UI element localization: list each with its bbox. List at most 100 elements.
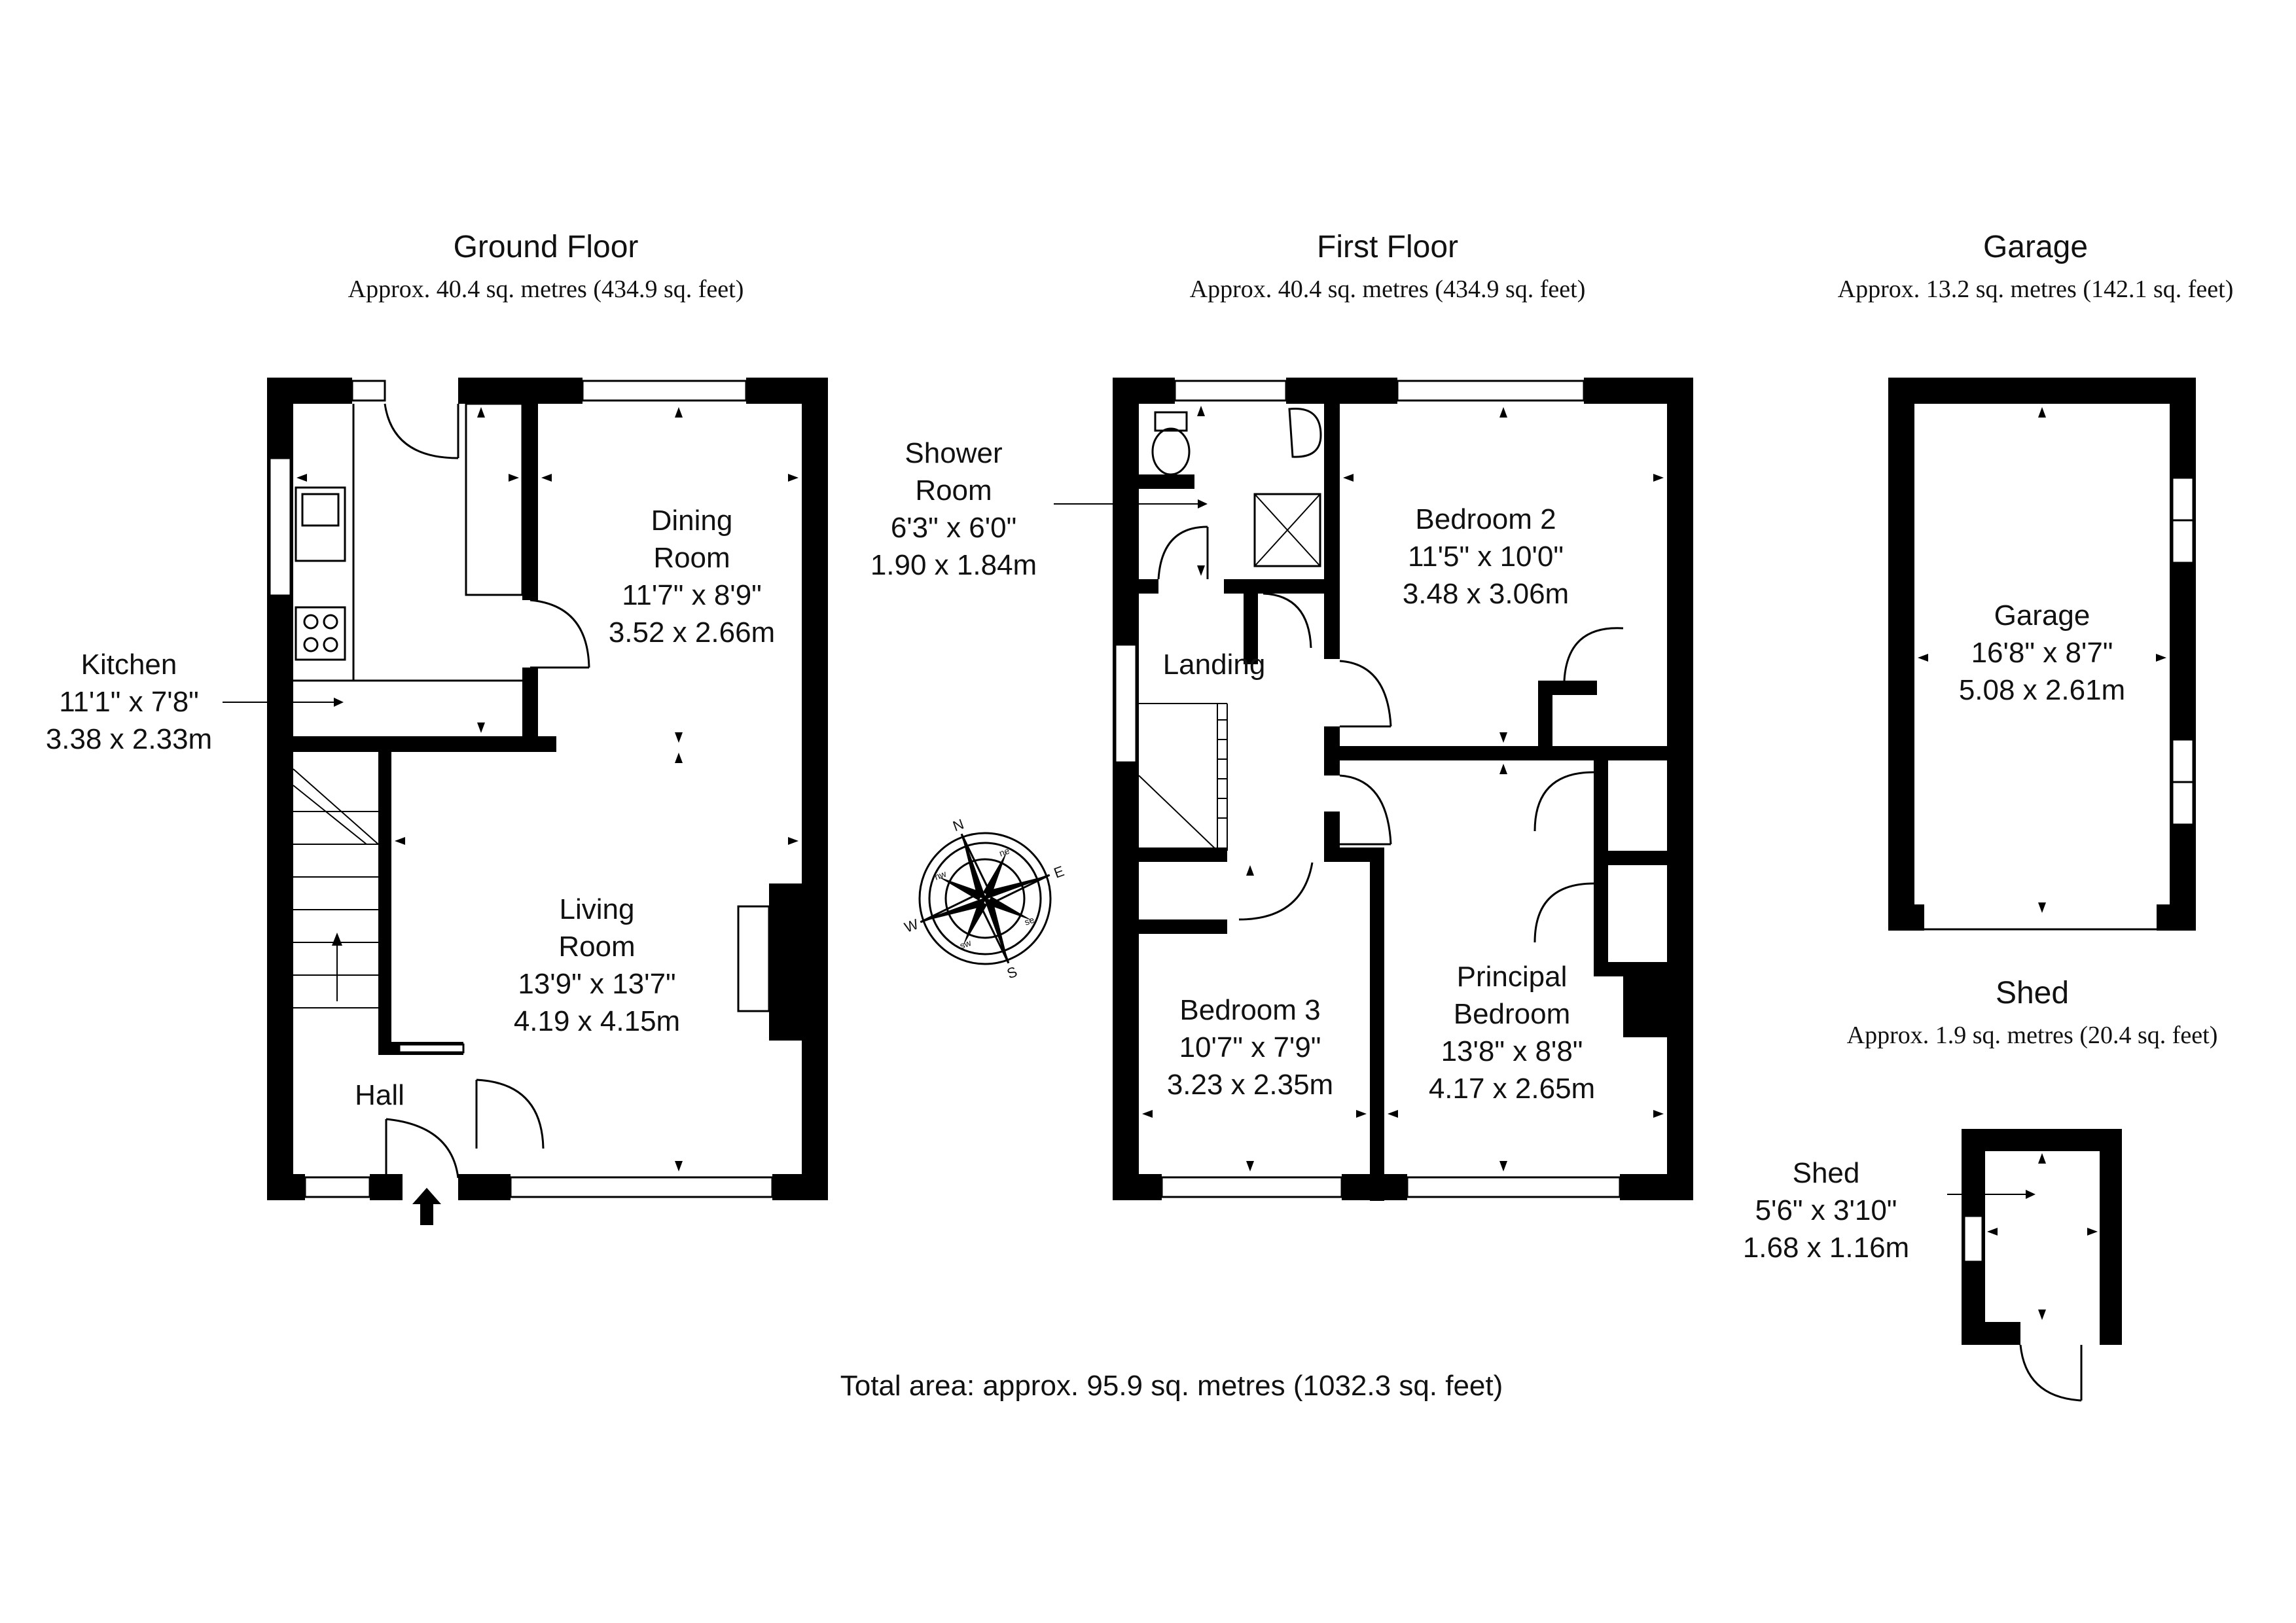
shower-imperial: 6'3" x 6'0" [891, 512, 1016, 544]
entrance-arrow-icon [412, 1188, 441, 1225]
bedroom2-west-wall [1324, 378, 1340, 659]
ground-south-wall-right [772, 1174, 828, 1200]
first-floor-heading: First Floor Approx. 40.4 sq. metres (434… [1190, 230, 1586, 303]
bedroom3-imperial: 10'7" x 7'9" [1179, 1031, 1321, 1063]
shower-tray [1253, 493, 1321, 567]
bedroom2-wardrobe-door [1563, 627, 1624, 681]
dining-door-swing [529, 599, 590, 668]
sink [295, 486, 346, 562]
shower-door-swing [1157, 526, 1208, 580]
garage-title: Garage [1983, 230, 2088, 264]
hearth [737, 905, 770, 1012]
garage-room-label: Garage 16'8" x 8'7" 5.08 x 2.61m [1959, 599, 2125, 706]
chimney-breast [769, 883, 802, 1041]
shed-room-label: Shed 5'6" x 3'10" 1.68 x 1.16m [1743, 1157, 1909, 1264]
shed-title: Shed [1996, 976, 2069, 1010]
shed-plan [1947, 1129, 2122, 1402]
hall-north-window [398, 1043, 465, 1054]
landing-window [1114, 643, 1138, 764]
shed-imperial: 5'6" x 3'10" [1755, 1194, 1897, 1226]
garage-west-wall [1888, 378, 1914, 931]
kitchen-south-wall [281, 736, 556, 752]
garage-east-wall [2170, 378, 2196, 931]
dining-imperial: 11'7" x 8'9" [622, 579, 762, 611]
dining-north-window [581, 380, 747, 402]
first-dimension-markers [1142, 406, 1664, 1171]
compass-w: W [902, 916, 920, 936]
ground-east-wall [802, 378, 828, 1200]
ground-floor-title: Ground Floor [454, 230, 639, 264]
garage-south-pier-right [2157, 904, 2196, 931]
bedroom3-cupboard-wall [1139, 919, 1227, 934]
garage-metric: 5.08 x 2.61m [1959, 674, 2125, 706]
living-name-1: Living [560, 893, 635, 925]
bedroom2-metric: 3.48 x 3.06m [1403, 578, 1569, 610]
bedroom2-imperial: 11'5" x 10'0" [1408, 541, 1564, 573]
kitchen-north-window [351, 380, 386, 402]
first-floor-plan [1054, 378, 1693, 1201]
garage-area: Approx. 13.2 sq. metres (142.1 sq. feet) [1838, 276, 2234, 303]
shower-tray-diag [1254, 493, 1321, 567]
shed-metric: 1.68 x 1.16m [1743, 1232, 1909, 1264]
kitchen-label: Kitchen 11'1" x 7'8" 3.38 x 2.33m [46, 649, 212, 755]
ground-north-wall-left [267, 378, 352, 404]
compass-s: S [1005, 963, 1019, 982]
dining-name-1: Dining [651, 505, 733, 537]
hall-label: Hall [355, 1079, 404, 1111]
principal-imperial: 13'8" x 8'8" [1441, 1035, 1583, 1067]
principal-metric: 4.17 x 2.65m [1429, 1073, 1595, 1105]
bedroom3-door-swing [1238, 862, 1314, 921]
shower-room-label: Shower Room 6'3" x 6'0" 1.90 x 1.84m [870, 437, 1037, 581]
principal-wardrobe-divider [1594, 851, 1667, 865]
principal-bedroom-label: Principal Bedroom 13'8" x 8'8" 4.17 x 2.… [1429, 961, 1595, 1105]
dining-west-wall-lower [522, 668, 538, 749]
first-stairs [1138, 703, 1228, 851]
bedroom3-north-wall-a [1139, 847, 1227, 862]
garage-north-wall [1888, 378, 2196, 404]
kitchen-metric: 3.38 x 2.33m [46, 723, 212, 755]
bedroom2-window [1396, 380, 1585, 402]
bedroom3-label: Bedroom 3 10'7" x 7'9" 3.23 x 2.35m [1167, 994, 1333, 1101]
garage-name: Garage [1994, 599, 2090, 632]
compass-n: N [950, 815, 965, 834]
first-north-wall-c [1584, 378, 1693, 404]
shower-room-south-wall-a [1139, 474, 1194, 489]
bedroom3-north-wall-b [1324, 847, 1383, 862]
sink-bowl [301, 493, 340, 527]
kitchen-imperial: 11'1" x 7'8" [59, 686, 199, 718]
landing-name: Landing [1163, 649, 1266, 681]
basin [1288, 408, 1322, 458]
bedroom2-door-swing [1339, 660, 1392, 727]
ground-floor-plan [223, 378, 828, 1225]
bedroom3-metric: 3.23 x 2.35m [1167, 1069, 1333, 1101]
kitchen-name: Kitchen [81, 649, 177, 681]
cupboard-door-swing [1263, 592, 1312, 649]
principal-wardrobe-bottom [1594, 962, 1667, 976]
principal-chimney [1623, 975, 1667, 1037]
compass-e: E [1052, 863, 1066, 882]
shed-east-wall [2100, 1129, 2122, 1345]
principal-name-1: Principal [1457, 961, 1568, 993]
hob-ring [323, 637, 338, 652]
shower-metric: 1.90 x 1.84m [870, 549, 1037, 581]
compass-rose-icon: N E S W ne se sw nw [902, 815, 1066, 982]
garage-imperial: 16'8" x 8'7" [1971, 637, 2113, 669]
first-west-wall [1113, 378, 1139, 1200]
hob-ring [303, 637, 319, 652]
wc-cistern [1154, 411, 1188, 432]
first-floor-title: First Floor [1317, 230, 1458, 264]
shed-window [1963, 1215, 1984, 1263]
kitchen-pointer-arrow [334, 698, 344, 707]
kitchen-back-door-swing [384, 403, 459, 459]
bedroom2-label: Bedroom 2 11'5" x 10'0" 3.48 x 3.06m [1403, 503, 1569, 610]
hob-ring [303, 614, 319, 630]
first-north-wall-b [1286, 378, 1397, 404]
airing-cupboard-side [1244, 579, 1258, 664]
compass-se: se [1023, 914, 1036, 927]
bedroom3-window [1160, 1176, 1343, 1198]
shower-name-1: Shower [905, 437, 1002, 469]
bedroom2-wardrobe-side [1538, 681, 1552, 746]
bedroom2-wardrobe-top [1538, 681, 1597, 695]
shed-north-wall [1962, 1129, 2122, 1151]
